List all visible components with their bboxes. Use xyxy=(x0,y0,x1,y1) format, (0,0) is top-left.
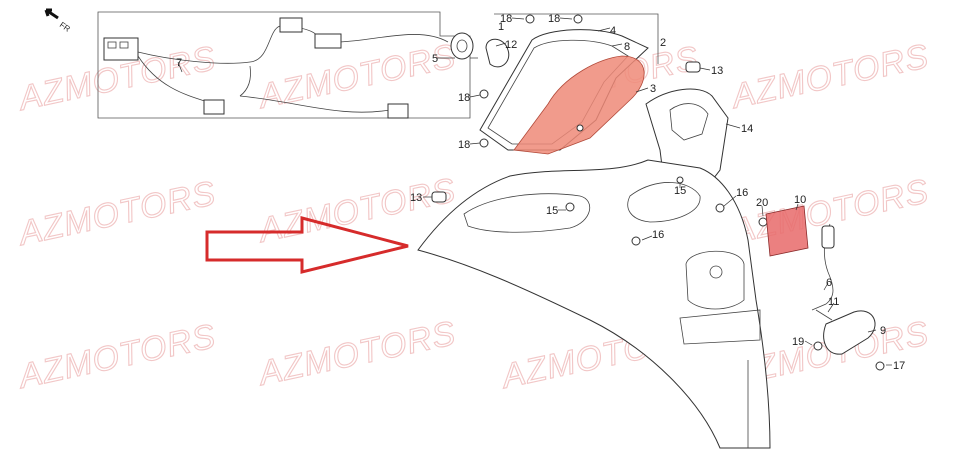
callout-5: 5 xyxy=(432,53,438,65)
rear-fender-panel xyxy=(417,159,771,449)
rear-reflector xyxy=(765,205,809,257)
callout-18a: 18 xyxy=(500,13,512,25)
callout-13a: 13 xyxy=(711,65,723,77)
pointer-arrow xyxy=(205,216,409,274)
callout-3: 3 xyxy=(650,83,656,95)
tail-lens xyxy=(513,55,645,155)
front-direction-icon: FR xyxy=(44,8,72,34)
reflector-and-license-light xyxy=(758,205,885,371)
watermark-text: AZMOTORS xyxy=(254,314,460,393)
callout-16a: 16 xyxy=(736,187,748,199)
front-direction-label: FR xyxy=(58,20,72,34)
callout-12: 12 xyxy=(505,39,517,51)
callout-1: 1 xyxy=(498,21,504,33)
tail-lamp-assembly xyxy=(479,13,659,155)
watermark-text: AZMOTORS xyxy=(727,37,933,116)
callout-15a: 15 xyxy=(674,185,686,197)
callout-10: 10 xyxy=(794,194,806,206)
callout-4: 4 xyxy=(610,25,616,37)
callout-18b: 18 xyxy=(548,13,560,25)
callout-20: 20 xyxy=(756,197,768,209)
callout-7: 7 xyxy=(176,57,182,69)
callout-16b: 16 xyxy=(652,229,664,241)
leader-lines xyxy=(177,17,892,366)
callout-6: 6 xyxy=(826,277,832,289)
callout-14: 14 xyxy=(741,123,753,135)
callout-15b: 15 xyxy=(546,205,558,217)
callout-18c: 18 xyxy=(458,92,470,104)
watermark-text: AZMOTORS xyxy=(254,37,460,116)
watermark-text: AZMOTORS xyxy=(14,174,220,253)
callout-9: 9 xyxy=(880,325,886,337)
callout-19: 19 xyxy=(792,336,804,348)
callout-2: 2 xyxy=(660,37,666,49)
callout-8: 8 xyxy=(624,41,630,53)
callout-11: 11 xyxy=(828,296,839,308)
callout-13b: 13 xyxy=(410,192,422,204)
wire-harness-group xyxy=(97,11,510,119)
watermark-text: AZMOTORS xyxy=(14,317,220,396)
callout-17: 17 xyxy=(893,360,905,372)
callout-18d: 18 xyxy=(458,139,470,151)
callout-labels: 7 5 1 12 18 18 18 18 4 2 8 3 13 14 13 15… xyxy=(176,13,905,372)
